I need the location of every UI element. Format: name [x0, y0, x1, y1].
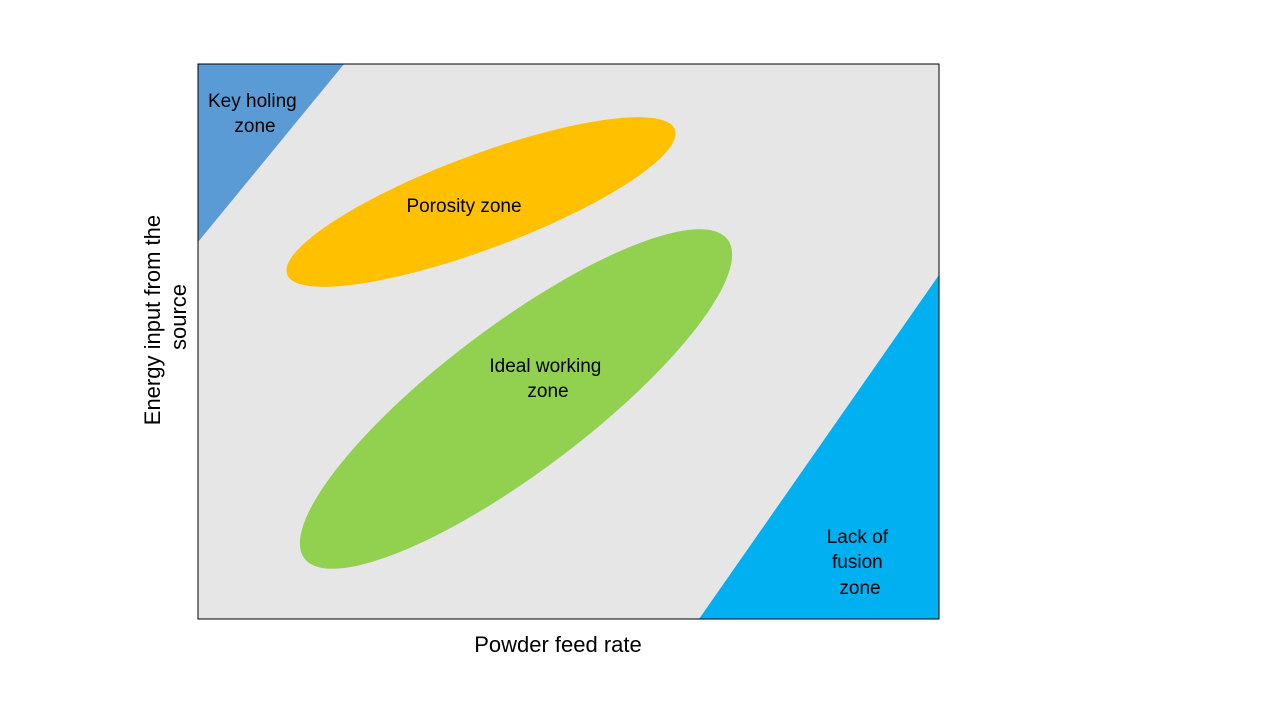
ideal-working-zone-label: Ideal working zone — [489, 356, 606, 402]
lack-of-fusion-zone-label: Lack of fusion zone — [827, 527, 894, 599]
key-holing-zone-label: Key holing zone — [208, 91, 302, 137]
y-axis-label: Energy input from the source — [140, 209, 191, 425]
lack-of-fusion-zone-region — [699, 275, 939, 619]
ideal-working-zone-region — [299, 229, 733, 569]
porosity-zone-label: Porosity zone — [406, 196, 521, 217]
plot-border — [197, 63, 940, 620]
key-holing-zone-region — [198, 64, 344, 242]
x-axis-label: Powder feed rate — [474, 632, 642, 657]
porosity-zone-region — [286, 117, 676, 287]
